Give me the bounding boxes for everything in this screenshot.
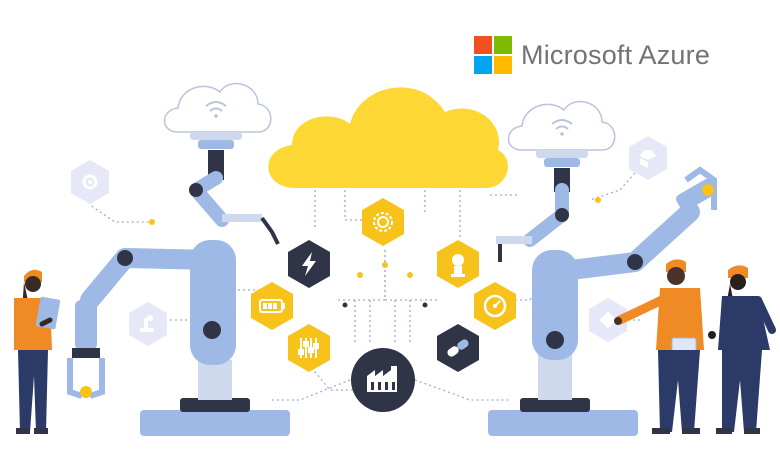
wifi-icon [551,119,573,136]
pills-icon [447,339,469,357]
brand-name: Microsoft Azure [521,39,711,70]
factory-icon [367,366,397,392]
hex-cube-pale [629,136,667,180]
hex-robot-pale-right [589,298,627,342]
gear-icon [373,212,393,232]
wifi-icon [205,101,227,118]
hex-gear-pale [71,160,109,204]
gear-icon [82,174,98,190]
worker-left [14,269,61,434]
hex-connector [437,240,479,288]
robot-arm-left [67,240,290,436]
hex-pills [437,324,479,372]
connector-icon [451,254,465,277]
logo-square-red [474,36,492,54]
main-cloud [268,87,508,188]
worker-right-back [708,265,776,434]
worker-right-front [614,259,704,434]
logo-square-green [494,36,512,54]
microsoft-logo-icon [474,36,512,74]
cloud-left [163,82,272,149]
factory-badge [351,348,415,412]
robot-icon [599,311,617,329]
logo-square-blue [474,56,492,74]
lightning-icon [302,252,316,276]
hex-gear-yellow [362,198,404,246]
hex-gauge [474,282,516,330]
hanging-arm-left [189,150,280,245]
robot-arm-icon [140,315,154,332]
connection-dots [149,197,601,308]
robot-arm-right [488,166,717,436]
hanging-arm-right [496,168,570,262]
hex-sliders [288,324,330,372]
cube-icon [640,150,656,168]
logo-square-yellow [494,56,512,74]
gauge-icon [483,294,507,318]
hex-lightning [288,240,330,288]
microsoft-azure-logo: Microsoft Azure [474,36,710,74]
battery-icon [259,299,285,313]
hex-robot-pale [129,302,167,346]
cloud-right [507,100,616,167]
sliders-icon [298,338,319,358]
hex-battery [251,282,293,330]
